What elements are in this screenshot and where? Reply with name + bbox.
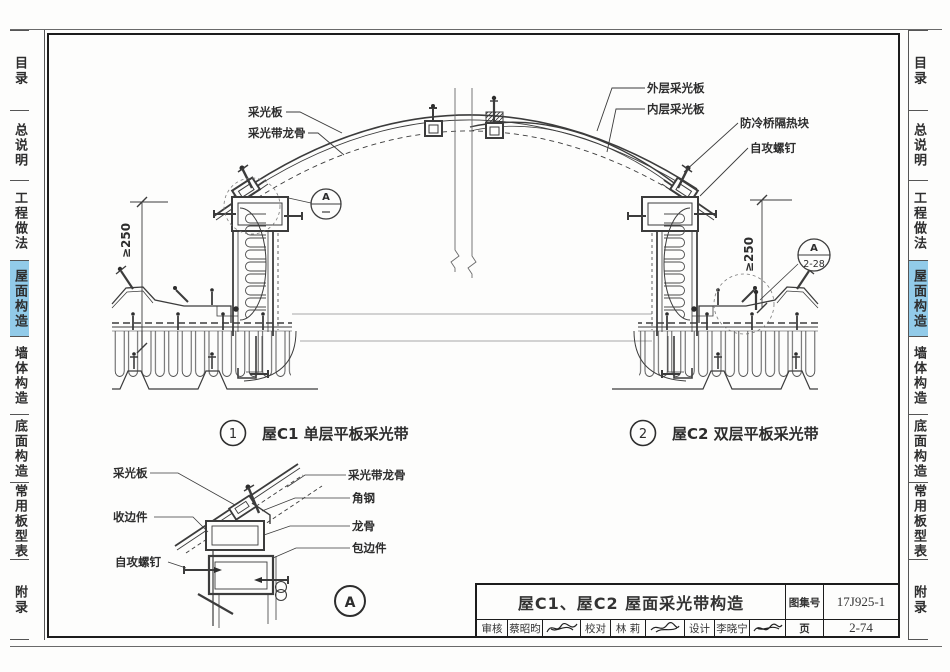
top-rule xyxy=(10,29,942,30)
audit-signature xyxy=(542,620,580,636)
figure-1-caption: 1 屋C1 单层平板采光带 xyxy=(219,419,409,447)
sidebar-item-wall[interactable]: 墙体构造 xyxy=(10,337,29,415)
sidebar-item-panel-table[interactable]: 常用板型表 xyxy=(909,483,928,560)
page-label: 页 xyxy=(785,620,823,636)
detail-scope-left xyxy=(223,177,281,235)
curb-right xyxy=(610,163,820,391)
detail-label-band-frame: 采光带龙骨 xyxy=(347,468,406,482)
liner-lines xyxy=(292,313,652,342)
sidebar-left: 目录 总说明 工程做法 屋面构造 墙体构造 底面构造 常用板型表 附录 xyxy=(10,30,45,640)
design-signature xyxy=(749,620,785,636)
atlas-no-label: 图集号 xyxy=(785,585,823,619)
sidebar-item-panel-table[interactable]: 常用板型表 xyxy=(10,483,29,560)
sidebar-item-wall[interactable]: 墙体构造 xyxy=(909,337,928,415)
detail-label-wrap-trim: 包边件 xyxy=(351,541,387,555)
detail-scope-right xyxy=(713,273,775,335)
sidebar-item-methods[interactable]: 工程做法 xyxy=(909,181,928,261)
signature-scribble xyxy=(753,623,782,632)
proof-label: 校对 xyxy=(580,620,610,636)
sidebar-item-soffit[interactable]: 底面构造 xyxy=(10,415,29,483)
sidebar-item-appendix[interactable]: 附录 xyxy=(909,560,928,640)
figure-2-caption: 2 屋C2 双层平板采光带 xyxy=(629,419,819,447)
sidebar-item-roof[interactable]: 屋面构造 xyxy=(909,261,928,337)
title-block-row-1: 屋C1、屋C2 屋面采光带构造 图集号 17J925-1 xyxy=(477,585,898,619)
label-panel: 采光板 xyxy=(247,105,283,119)
sidebar-item-general[interactable]: 总说明 xyxy=(10,111,29,181)
ref-letter: A xyxy=(322,192,330,203)
label-band-frame: 采光带龙骨 xyxy=(247,126,306,140)
ref-letter: A xyxy=(810,243,818,254)
title-block-row-2: 审核 蔡昭昀 校对 林 莉 设计 李晓宁 页 2-74 xyxy=(477,619,898,636)
design-label: 设计 xyxy=(684,620,714,636)
sidebar-item-catalog[interactable]: 目录 xyxy=(909,30,928,111)
detail-ref-a-2-28: A 2-28 xyxy=(759,238,831,301)
sidebar-right: 目录 总说明 工程做法 屋面构造 墙体构造 底面构造 常用板型表 附录 xyxy=(908,30,943,640)
detail-label-edge-trim: 收边件 xyxy=(113,510,148,524)
proof-signature xyxy=(645,620,684,636)
detail-label-frame: 龙骨 xyxy=(351,519,375,533)
sidebar-item-general[interactable]: 总说明 xyxy=(909,111,928,181)
figure-1-number: 1 xyxy=(229,427,237,442)
detail-a-bubble: A xyxy=(334,585,366,617)
title-block: 屋C1、屋C2 屋面采光带构造 图集号 17J925-1 审核 蔡昭昀 校对 林… xyxy=(475,583,900,638)
skylight-arch xyxy=(232,95,698,214)
sidebar-item-roof[interactable]: 屋面构造 xyxy=(10,261,29,337)
label-outer-panel: 外层采光板 xyxy=(646,81,705,95)
dim-left-label: ≥250 xyxy=(119,223,133,258)
sidebar-item-methods[interactable]: 工程做法 xyxy=(10,181,29,261)
bottom-rule xyxy=(10,646,942,647)
detail-label-angle-steel: 角钢 xyxy=(352,491,375,505)
signature-scribble xyxy=(545,622,577,633)
detail-label-screw: 自攻螺钉 xyxy=(115,555,161,569)
curb-left xyxy=(110,163,320,391)
design-name: 李晓宁 xyxy=(714,620,749,636)
detail-a-letter: A xyxy=(345,595,356,611)
detail-ref-a-same-sheet: A xyxy=(283,188,342,220)
sidebar-item-soffit[interactable]: 底面构造 xyxy=(909,415,928,483)
figure-2-number: 2 xyxy=(639,427,647,442)
atlas-no-value: 17J925-1 xyxy=(823,585,898,619)
ref-sheet: 2-28 xyxy=(803,259,825,270)
label-thermal-block: 防冷桥隔热块 xyxy=(740,116,809,130)
figure-1-title: 屋C1 单层平板采光带 xyxy=(262,425,409,443)
audit-label: 审核 xyxy=(481,622,503,635)
dimension-left xyxy=(130,196,168,354)
sidebar-item-catalog[interactable]: 目录 xyxy=(10,30,29,111)
page-number: 2-74 xyxy=(823,620,898,636)
proof-name: 林 莉 xyxy=(610,620,645,636)
label-screw: 自攻螺钉 xyxy=(750,141,796,155)
arch-leaders xyxy=(286,87,749,197)
label-inner-panel: 内层采光板 xyxy=(647,102,705,116)
detail-a-leaders xyxy=(150,472,350,569)
dim-right-label: ≥250 xyxy=(742,237,756,272)
detail-label-panel: 采光板 xyxy=(112,466,148,480)
signature-scribble xyxy=(650,622,680,633)
break-lines xyxy=(450,88,477,278)
figure-2-title: 屋C2 双层平板采光带 xyxy=(672,425,819,443)
audit-name: 蔡昭昀 xyxy=(507,620,542,636)
sheet-title: 屋C1、屋C2 屋面采光带构造 xyxy=(517,594,745,613)
dimension-right xyxy=(750,194,792,314)
detail-a-drawing xyxy=(174,463,323,628)
sidebar-item-appendix[interactable]: 附录 xyxy=(10,560,29,640)
